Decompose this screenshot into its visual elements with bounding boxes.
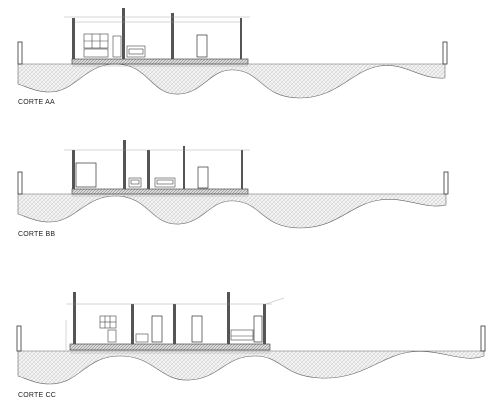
slab-aa bbox=[71, 58, 249, 65]
wall-cc-1 bbox=[73, 292, 76, 344]
door-aa-1 bbox=[196, 34, 208, 58]
door-bb-2 bbox=[197, 166, 209, 189]
wall-cc-5 bbox=[263, 304, 266, 344]
wall-left-bb bbox=[17, 171, 23, 195]
table-cc bbox=[135, 333, 149, 343]
slab-bb bbox=[71, 188, 249, 195]
wall-bb-3 bbox=[147, 150, 150, 189]
wall-cc-4 bbox=[227, 292, 230, 344]
section-bb: CORTE BB bbox=[17, 140, 449, 238]
door-cc-3 bbox=[253, 315, 263, 343]
section-label-bb: CORTE BB bbox=[18, 231, 55, 238]
wall-aa-2 bbox=[122, 8, 125, 59]
terrain-cc bbox=[17, 350, 485, 385]
terrain-aa bbox=[17, 63, 446, 99]
wall-left-aa bbox=[17, 41, 23, 65]
wall-bb-4 bbox=[183, 146, 185, 189]
roof-slope-cc bbox=[265, 297, 285, 305]
door-bb-1 bbox=[75, 162, 97, 188]
wall-right-aa bbox=[442, 41, 448, 65]
wall-aa-1 bbox=[72, 18, 75, 59]
door-cc-2 bbox=[191, 315, 203, 343]
wall-bb-2 bbox=[123, 140, 126, 189]
wall-aa-3 bbox=[171, 13, 174, 59]
sofa-bb bbox=[154, 177, 176, 188]
terrain-bb bbox=[17, 193, 447, 229]
wall-right-bb bbox=[443, 171, 449, 195]
cabinet-aa bbox=[112, 35, 122, 58]
door-cc-1 bbox=[151, 315, 163, 343]
wall-left-cc bbox=[16, 325, 22, 352]
wall-cc-3 bbox=[173, 304, 176, 344]
shelf-unit-aa bbox=[83, 33, 109, 58]
cabinet-cc bbox=[107, 329, 117, 343]
section-label-cc: CORTE CC bbox=[18, 392, 56, 399]
sofa-aa bbox=[126, 45, 146, 58]
wall-right-cc bbox=[480, 325, 486, 352]
wall-bb-5 bbox=[241, 150, 243, 189]
wall-aa-4 bbox=[240, 18, 242, 59]
wall-cc-2 bbox=[131, 304, 134, 344]
armchair-bb bbox=[128, 177, 142, 188]
section-cc: CORTE CC bbox=[16, 292, 486, 399]
wall-bb-1 bbox=[72, 150, 75, 189]
shelf-unit-cc bbox=[99, 315, 117, 329]
slab-cc bbox=[69, 343, 271, 351]
bed-cc bbox=[230, 329, 254, 341]
section-aa: CORTE AA bbox=[17, 8, 448, 106]
section-label-aa: CORTE AA bbox=[18, 99, 55, 106]
